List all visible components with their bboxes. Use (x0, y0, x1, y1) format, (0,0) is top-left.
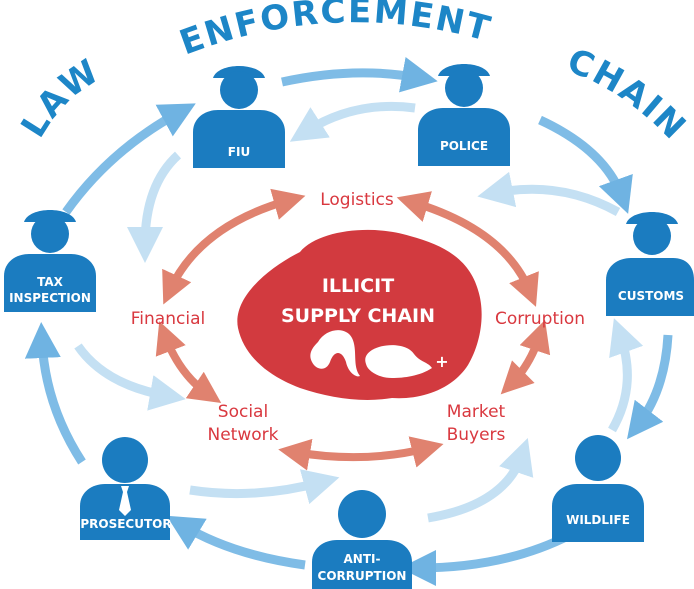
label-market-line1: Market (447, 402, 506, 422)
arrow-customs-police (477, 171, 621, 216)
agency-police: POLICE (418, 64, 510, 166)
arrow-logistics-financial (162, 188, 306, 305)
agency-label-tax-line2: INSPECTION (9, 291, 91, 305)
arrow-wildlife-customs (608, 318, 644, 433)
agency-label-police: POLICE (440, 139, 488, 153)
agency-wildlife: WILDLIFE (552, 435, 644, 542)
plus-sign: + (435, 352, 448, 371)
person-body-icon (552, 484, 644, 542)
agency-fiu: FIU (193, 66, 285, 168)
illicit-blob (237, 229, 482, 400)
elephant-silhouette (310, 330, 360, 377)
agency-label-fiu: FIU (228, 145, 250, 159)
agency-tax-inspection: TAX INSPECTION (4, 210, 96, 312)
label-social-line1: Social (218, 402, 268, 422)
inner-arrows (74, 101, 644, 523)
officer-head-icon (31, 215, 69, 253)
rhino-silhouette (365, 345, 432, 378)
person-head-icon (575, 435, 621, 481)
arrow-prosecutor-anti (189, 469, 340, 505)
agency-label-customs: CUSTOMS (618, 289, 684, 303)
arrow-anti-prosecutor (166, 515, 306, 570)
officer-body-icon (4, 254, 96, 312)
arrow-prosecutor-tax (24, 322, 86, 465)
person-body-icon (312, 540, 412, 589)
label-social-line2: Network (208, 425, 279, 445)
title-enforcement: ENFORCEMENT (175, 0, 496, 63)
arrow-corruption-market (500, 319, 551, 395)
arrow-customs-wildlife (627, 334, 673, 440)
officer-body-icon (606, 258, 694, 316)
arrow-anti-wildlife (427, 437, 534, 523)
agency-prosecutor: PROSECUTOR (80, 437, 172, 540)
center-title-line1: ILLICIT (322, 275, 394, 297)
title-chain: CHAIN (562, 41, 694, 149)
agency-label-anti-line1: ANTI- (344, 552, 381, 566)
label-corruption: Corruption (495, 309, 585, 329)
arrow-tax-fiu (62, 103, 196, 215)
label-logistics: Logistics (320, 190, 394, 210)
arrow-wildlife-anti (400, 530, 573, 586)
agency-label-tax-line1: TAX (37, 275, 64, 289)
agency-customs: CUSTOMS (606, 212, 694, 316)
illicit-supply-chain: ILLICIT SUPPLY CHAIN + (237, 229, 482, 400)
arrow-fiu-police (281, 57, 438, 93)
arrow-tax-social (74, 343, 186, 411)
officer-head-icon (220, 71, 258, 109)
agency-anti-corruption: ANTI- CORRUPTION (312, 490, 412, 589)
outer-arrows (24, 57, 673, 586)
person-head-icon (338, 490, 386, 538)
officer-body-icon (193, 110, 285, 168)
arrow-social-market (278, 436, 444, 471)
label-market-line2: Buyers (447, 425, 506, 445)
arrow-logistics-corruption (396, 191, 539, 307)
arrow-financial-social (155, 321, 222, 403)
arrow-police-fiu (289, 101, 416, 142)
person-head-icon (102, 437, 148, 483)
activity-arrows (155, 188, 551, 471)
title-law: LAW (14, 51, 108, 145)
officer-head-icon (633, 217, 671, 255)
officer-body-icon (418, 108, 510, 166)
agency-label-wildlife: WILDLIFE (566, 513, 630, 527)
tie-icon (119, 486, 131, 516)
agency-label-anti-line2: CORRUPTION (318, 569, 407, 583)
center-title-line2: SUPPLY CHAIN (281, 305, 435, 327)
arrow-police-customs (538, 115, 633, 214)
label-financial: Financial (131, 309, 205, 329)
agency-label-prosecutor: PROSECUTOR (80, 517, 171, 531)
officer-head-icon (445, 69, 483, 107)
arrow-fiu-tax (127, 151, 182, 263)
